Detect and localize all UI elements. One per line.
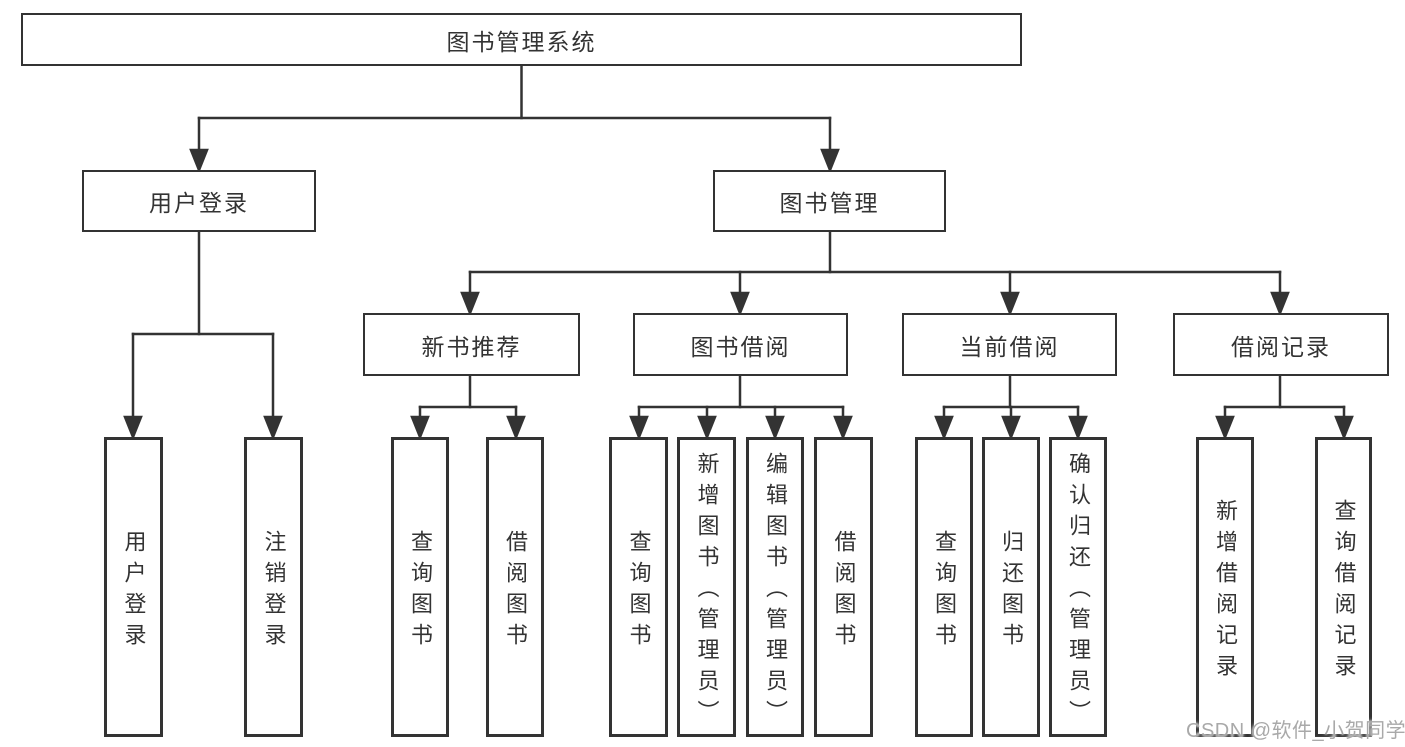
leaf-bb-edit-books-admin: 编辑图书（管理员）	[746, 437, 804, 737]
node-current-borrow-label: 当前借阅	[959, 333, 1060, 360]
leaf-user-login-label: 用户登录	[121, 529, 147, 654]
node-book-borrow: 图书借阅	[633, 313, 848, 376]
leaf-cb-confirm-return-admin-label: 确认归还（管理员）	[1066, 452, 1091, 731]
leaf-cb-confirm-return-admin: 确认归还（管理员）	[1049, 437, 1107, 737]
node-book-borrow-label: 图书借阅	[690, 333, 791, 360]
leaf-logout: 注销登录	[244, 437, 303, 737]
leaf-nbr-query-books: 查询图书	[391, 437, 449, 737]
node-root: 图书管理系统	[21, 13, 1022, 66]
leaf-bb-query-books-label: 查询图书	[626, 529, 652, 654]
leaf-br-add-record-label: 新增借阅记录	[1213, 498, 1238, 685]
leaf-bb-query-books: 查询图书	[609, 437, 668, 737]
leaf-bb-borrow-books-label: 借阅图书	[831, 529, 857, 654]
leaf-user-login: 用户登录	[104, 437, 163, 737]
leaf-bb-add-books-admin: 新增图书（管理员）	[677, 437, 736, 737]
node-book-mgmt: 图书管理	[713, 170, 946, 232]
leaf-bb-edit-books-admin-label: 编辑图书（管理员）	[763, 452, 788, 731]
node-new-book-rec: 新书推荐	[363, 313, 580, 376]
leaf-cb-query-books: 查询图书	[915, 437, 973, 737]
csdn-watermark: CSDN @软件_小贺同学	[1186, 720, 1405, 742]
leaf-nbr-borrow-books: 借阅图书	[486, 437, 544, 737]
leaf-nbr-borrow-books-label: 借阅图书	[503, 529, 528, 654]
leaf-bb-add-books-admin-label: 新增图书（管理员）	[694, 452, 720, 731]
leaf-logout-label: 注销登录	[261, 529, 287, 654]
node-user-login-label: 用户登录	[149, 190, 249, 216]
node-user-login: 用户登录	[82, 170, 316, 232]
leaf-cb-return-books-label: 归还图书	[999, 529, 1024, 654]
leaf-cb-query-books-label: 查询图书	[932, 529, 957, 654]
node-book-mgmt-label: 图书管理	[779, 190, 880, 216]
node-borrow-records-label: 借阅记录	[1231, 333, 1331, 360]
leaf-cb-return-books: 归还图书	[982, 437, 1040, 737]
node-root-label: 图书管理系统	[446, 28, 597, 55]
leaf-br-query-record-label: 查询借阅记录	[1331, 498, 1357, 685]
node-current-borrow: 当前借阅	[902, 313, 1117, 376]
leaf-br-query-record: 查询借阅记录	[1315, 437, 1372, 737]
node-new-book-rec-label: 新书推荐	[421, 333, 522, 360]
leaf-bb-borrow-books: 借阅图书	[814, 437, 873, 737]
leaf-br-add-record: 新增借阅记录	[1196, 437, 1254, 737]
node-borrow-records: 借阅记录	[1173, 313, 1389, 376]
leaf-nbr-query-books-label: 查询图书	[408, 529, 433, 654]
